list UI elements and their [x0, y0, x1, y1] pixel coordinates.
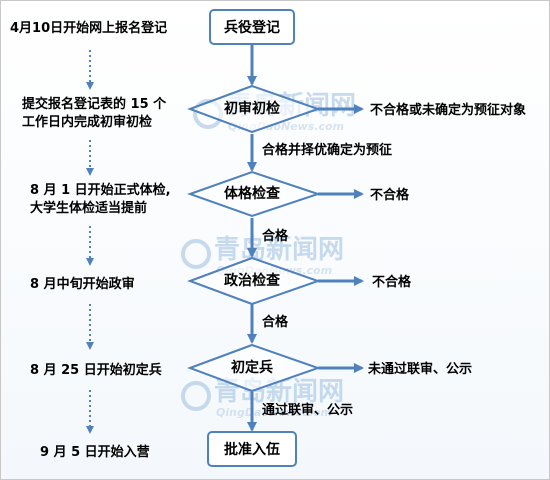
watermark-cn: 青岛新闻网 — [214, 234, 344, 265]
timeline-item: 工作日内完成初审初检 — [22, 114, 152, 130]
end-box — [207, 431, 297, 467]
timeline-item: 9 月 5 日开始入营 — [40, 444, 150, 460]
timeline-item: 8 月 1 日开始正式体检, — [30, 182, 171, 198]
decision-label: 体格检查 — [224, 185, 281, 202]
pass-label: 合格 — [262, 228, 289, 244]
reject-label: 不合格或未确定为预征对象 — [370, 102, 526, 118]
timeline-item: 大学生体检适当提前 — [30, 200, 147, 216]
timeline-item: 提交报名登记表的 15 个 — [22, 96, 167, 112]
watermark-en: QingDaoNews.com — [216, 406, 332, 419]
watermark-logo-icon — [181, 381, 211, 411]
reject-label: 不合格 — [372, 274, 412, 290]
end-label: 批准入伍 — [224, 441, 280, 458]
pass-label: 合格并择优确定为预征 — [262, 142, 392, 158]
decision-label: 政治检查 — [224, 272, 281, 289]
decision-label: 初定兵 — [231, 359, 273, 376]
reject-label: 未通过联审、公示 — [367, 361, 472, 377]
timeline-item: 8 月 25 日开始初定兵 — [30, 362, 162, 378]
decision-label: 初审初检 — [224, 100, 280, 117]
pass-label: 通过联审、公示 — [262, 402, 353, 418]
pass-label: 合格 — [262, 314, 289, 330]
timeline-item: 4月10日开始网上报名登记 — [10, 20, 167, 36]
watermark-logo-icon — [181, 239, 211, 269]
reject-label: 不合格 — [370, 187, 410, 203]
start-label: 兵役登记 — [224, 19, 280, 36]
timeline-item: 8 月中旬开始政审 — [30, 276, 135, 292]
